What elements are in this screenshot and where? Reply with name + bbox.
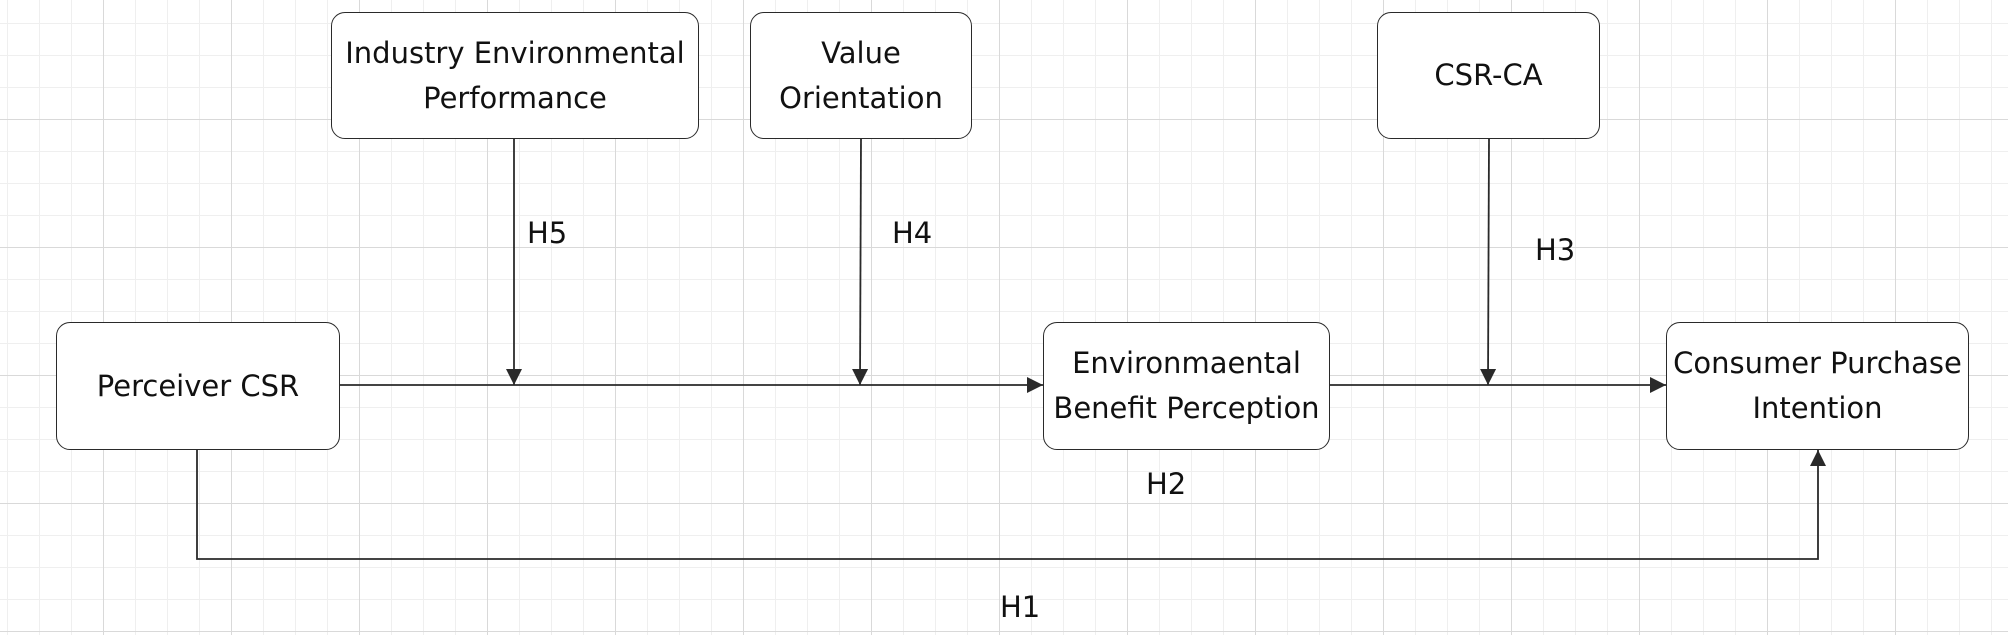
hypothesis-h5-label: H5	[527, 216, 568, 250]
perceived-csr-node[interactable]: Perceiver CSR	[56, 322, 340, 450]
edge-value-moderation	[852, 138, 869, 386]
value-orientation-node[interactable]: Value Orientation	[750, 12, 972, 139]
hypothesis-h4-label: H4	[892, 216, 933, 250]
edge-csrca-moderation	[1480, 138, 1497, 386]
environmental-benefit-label: Environmaental Benefit Perception	[1053, 346, 1320, 425]
edge-csr-to-purchase-direct	[196, 450, 1826, 560]
purchase-intention-label: Consumer Purchase Intention	[1673, 346, 1962, 425]
environmental-benefit-node[interactable]: Environmaental Benefit Perception	[1043, 322, 1330, 450]
csr-ca-node[interactable]: CSR-CA	[1377, 12, 1600, 139]
csr-ca-label: CSR-CA	[1434, 58, 1543, 92]
hypothesis-h3-label: H3	[1535, 233, 1576, 267]
perceived-csr-label: Perceiver CSR	[96, 368, 300, 403]
purchase-intention-node[interactable]: Consumer Purchase Intention	[1666, 322, 1969, 450]
industry-performance-node[interactable]: Industry Environmental Performance	[331, 12, 699, 139]
hypothesis-h2-label: H2	[1146, 467, 1187, 501]
value-orientation-label: Value Orientation	[779, 35, 943, 115]
hypothesis-h1-label: H1	[1000, 590, 1041, 624]
industry-performance-label: Industry Environmental Performance	[345, 35, 685, 115]
